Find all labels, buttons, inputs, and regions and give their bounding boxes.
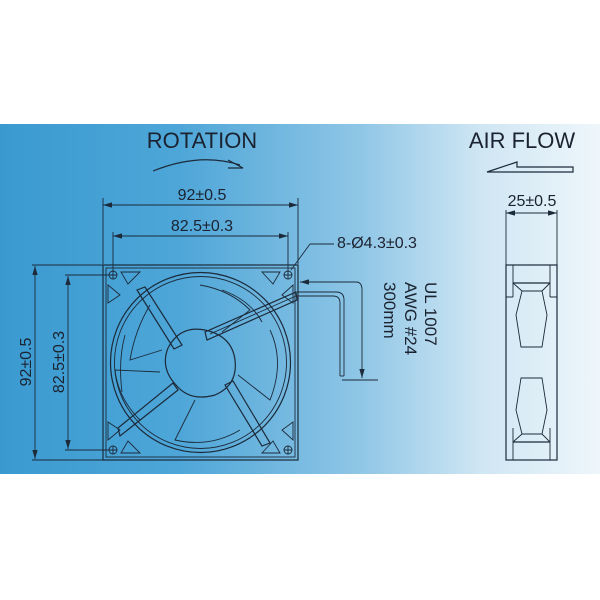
rotation-arrow-icon	[152, 159, 244, 172]
height-overall-dim: 92±0.5	[18, 337, 35, 386]
airflow-label: AIR FLOW	[469, 128, 576, 153]
lead-wires	[297, 291, 345, 377]
width-overall-dim: 92±0.5	[178, 187, 227, 204]
mounting-holes-dim: 8-Ø4.3±0.3	[337, 235, 417, 252]
rotation-label: ROTATION	[147, 128, 257, 153]
width-hole-dim: 82.5±0.3	[171, 218, 233, 235]
height-hole-dim: 82.5±0.3	[51, 331, 68, 393]
mounting-hole-icon	[108, 270, 293, 455]
fan-side-view	[505, 264, 558, 461]
airflow-arrow-icon	[486, 161, 574, 173]
blue-background-band	[0, 124, 600, 474]
depth-dim: 25±0.5	[508, 193, 557, 210]
wire-spec-line3: 300mm	[380, 282, 399, 339]
wire-spec-line2: AWG #24	[401, 282, 420, 355]
wire-spec-line1: UL 1007	[421, 282, 440, 346]
fan-front-view	[102, 264, 299, 461]
